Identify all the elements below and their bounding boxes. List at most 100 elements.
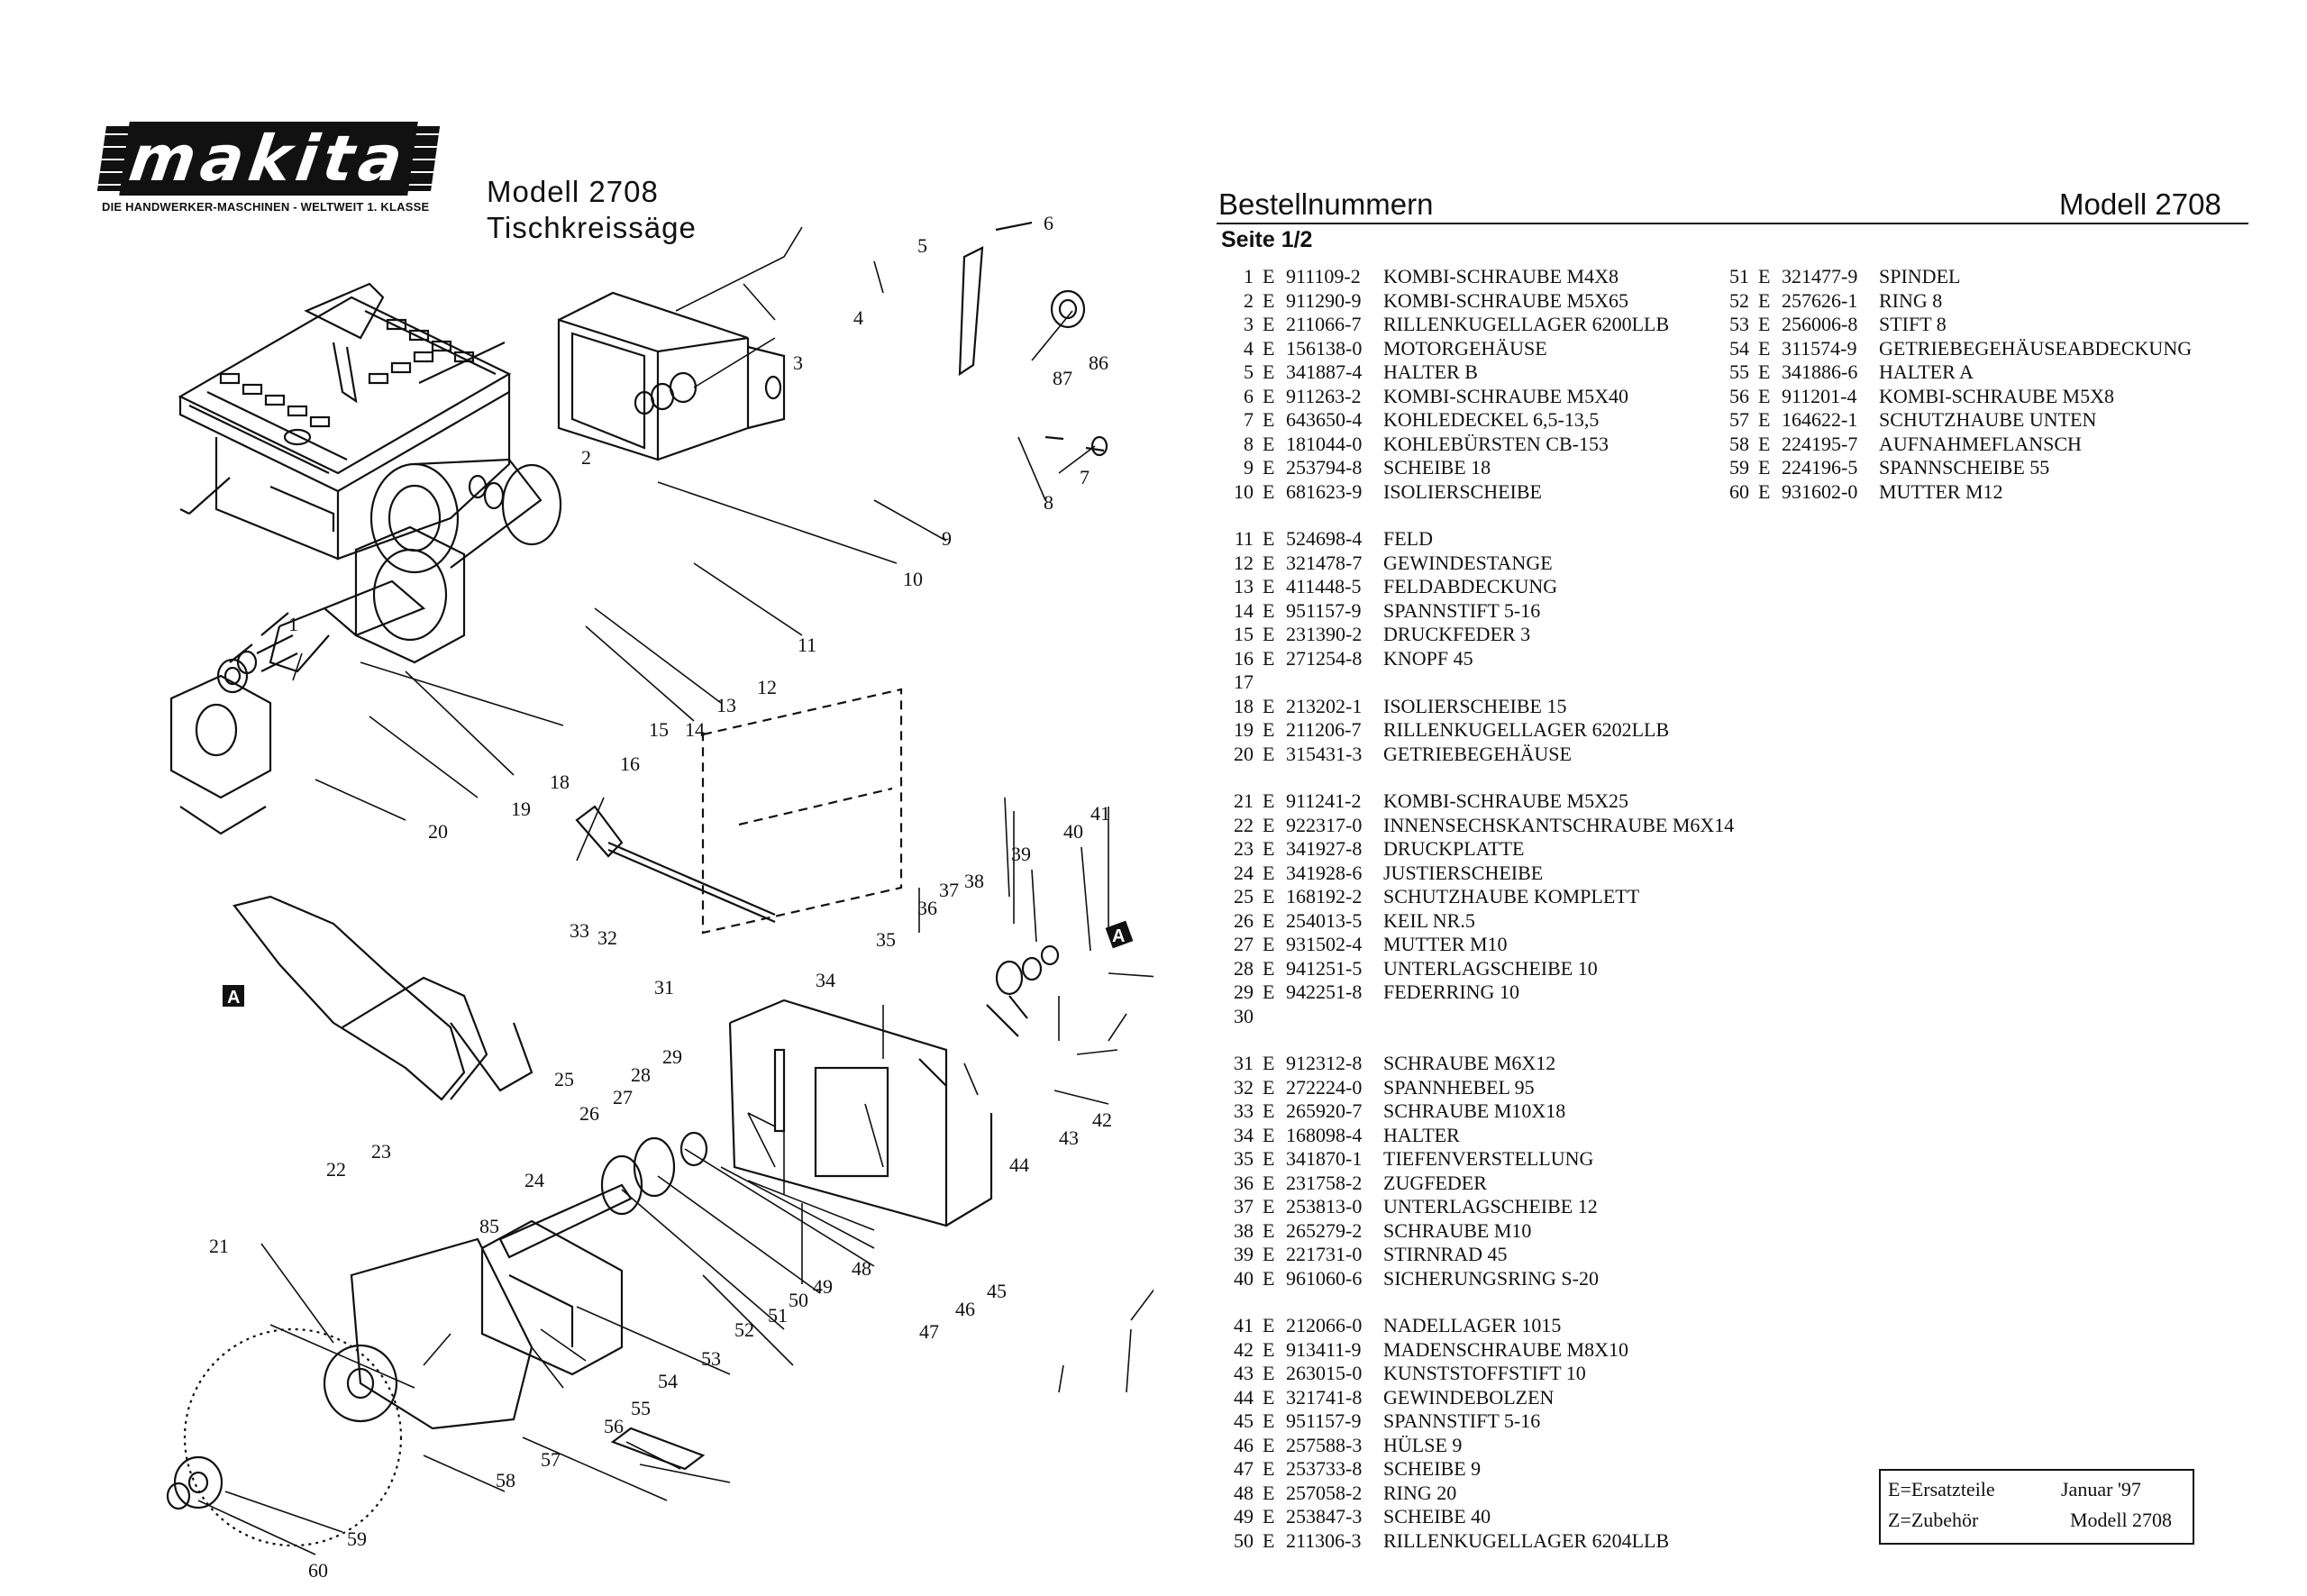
callout-37: 37 — [939, 879, 959, 901]
order-code: 257588-3 — [1286, 1433, 1363, 1456]
part-number: 35 — [1234, 1147, 1254, 1170]
order-code: 951157-9 — [1286, 598, 1362, 622]
callout-34: 34 — [816, 969, 835, 991]
callout-26: 26 — [579, 1102, 599, 1125]
part-number: 12 — [1234, 551, 1254, 574]
part-number: 25 — [1234, 885, 1254, 907]
order-code: 341886-6 — [1782, 360, 1858, 383]
motor-housing-illustration — [557, 291, 786, 461]
part-number: 56 — [1729, 384, 1749, 407]
part-type: E — [1263, 336, 1275, 360]
callout-25: 25 — [554, 1068, 574, 1090]
part-number: 51 — [1729, 265, 1749, 287]
part-description: MOTORGEHÄUSE — [1383, 336, 1547, 360]
part-type: E — [1263, 479, 1275, 503]
part-number: 3 — [1244, 313, 1254, 335]
part-type: E — [1758, 479, 1771, 503]
part-number: 1 — [1244, 265, 1254, 287]
part-number: 30 — [1234, 1004, 1254, 1027]
part-type: E — [1263, 1385, 1275, 1409]
flange-nut-illustration — [166, 1455, 223, 1510]
part-type: E — [1263, 1147, 1275, 1170]
gear-housing-illustration — [169, 674, 272, 835]
part-description: KOHLEDECKEL 6,5-13,5 — [1383, 408, 1600, 431]
callout-19: 19 — [511, 798, 531, 820]
part-description: STIFT 8 — [1879, 313, 1947, 335]
part-description: KOMBI-SCHRAUBE M5X65 — [1383, 288, 1628, 312]
part-description: RING 20 — [1383, 1481, 1457, 1504]
part-type: E — [1263, 1099, 1275, 1122]
part-description: SCHRAUBE M6X12 — [1383, 1052, 1556, 1074]
makita-logo: makita DIE HANDWERKER-MASCHINEN - WELTWE… — [96, 122, 444, 216]
part-description: SPANNHEBEL 95 — [1383, 1075, 1535, 1099]
part-number: 28 — [1234, 956, 1254, 980]
part-type: E — [1263, 861, 1275, 884]
part-type: E — [1263, 1171, 1275, 1194]
part-description: HALTER B — [1383, 360, 1478, 383]
part-type: E — [1758, 336, 1771, 360]
callout-1: 1 — [288, 613, 298, 635]
part-description: SPANNSCHEIBE 55 — [1879, 456, 2050, 479]
callout-32: 32 — [597, 926, 617, 949]
callout-3: 3 — [793, 351, 803, 374]
part-number: 13 — [1234, 575, 1254, 597]
callout-46: 46 — [955, 1298, 975, 1320]
part-number: 47 — [1234, 1457, 1254, 1480]
part-type: E — [1758, 313, 1771, 335]
part-number: 53 — [1729, 313, 1749, 335]
callout-59: 59 — [347, 1528, 367, 1550]
part-type: E — [1263, 288, 1275, 312]
part-description: ISOLIERSCHEIBE 15 — [1383, 694, 1567, 717]
part-number: 32 — [1234, 1075, 1254, 1099]
part-number: 14 — [1234, 598, 1254, 622]
bracket-a-illustration — [610, 1427, 706, 1471]
part-type: E — [1263, 694, 1275, 717]
order-code: 911201-4 — [1782, 384, 1857, 407]
part-description: KNOPF 45 — [1383, 646, 1473, 670]
product-name: Tischkreissäge — [487, 211, 697, 244]
callout-36: 36 — [917, 897, 937, 919]
order-code: 224196-5 — [1782, 456, 1858, 479]
lower-guard-illustration — [323, 1237, 533, 1430]
part-description: KOMBI-SCHRAUBE M5X8 — [1879, 384, 2114, 407]
part-type: E — [1263, 408, 1275, 431]
part-type: E — [1263, 1314, 1275, 1336]
order-code: 213202-1 — [1286, 694, 1363, 717]
spindle-holder-illustration — [728, 999, 993, 1227]
order-code: 681623-9 — [1286, 479, 1363, 503]
callout-39: 39 — [1011, 843, 1031, 865]
callout-5: 5 — [917, 234, 927, 257]
callout-9: 9 — [942, 527, 952, 550]
part-description: MUTTER M10 — [1383, 933, 1508, 955]
callout-38: 38 — [964, 870, 984, 892]
leader-lines — [197, 226, 1154, 1555]
part-type: E — [1263, 1409, 1275, 1432]
order-code: 311574-9 — [1782, 336, 1857, 360]
callout-53: 53 — [701, 1347, 721, 1370]
part-number: 26 — [1234, 908, 1254, 932]
callout-16: 16 — [620, 752, 640, 775]
callout-57: 57 — [541, 1448, 561, 1471]
part-description: STIRNRAD 45 — [1383, 1243, 1508, 1265]
field-cover-illustration — [354, 525, 466, 664]
callout-55: 55 — [631, 1397, 651, 1419]
part-description: DRUCKFEDER 3 — [1383, 623, 1531, 645]
part-type: E — [1263, 1243, 1275, 1265]
part-number: 6 — [1244, 384, 1254, 407]
part-type: E — [1263, 384, 1275, 407]
part-type: E — [1758, 408, 1771, 431]
